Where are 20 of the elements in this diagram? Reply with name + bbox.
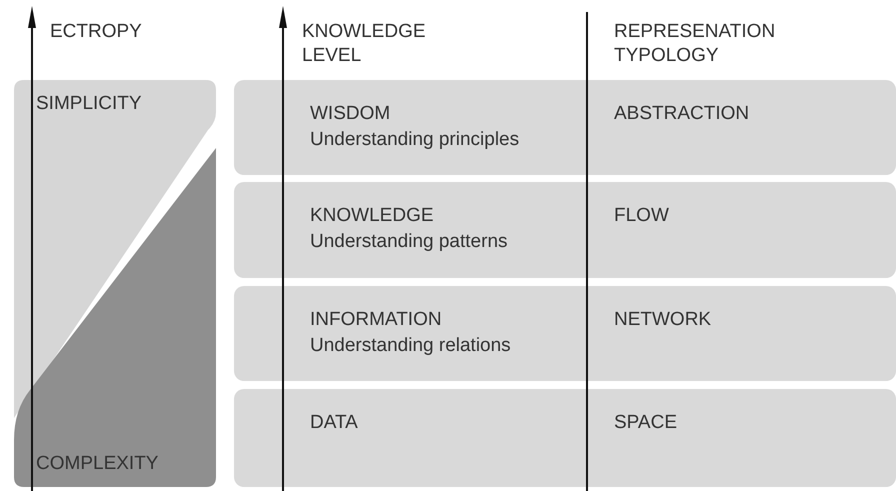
typology-label: NETWORK — [614, 308, 712, 332]
column-header: ECTROPY — [50, 20, 143, 44]
level-heading: KNOWLEDGE — [310, 204, 434, 228]
row-band — [234, 182, 896, 278]
level-heading: DATA — [310, 411, 358, 435]
level-description: Understanding relations — [310, 334, 511, 358]
typology-label: SPACE — [614, 411, 678, 435]
level-label: COMPLEXITY — [36, 452, 158, 476]
typology-label: ABSTRACTION — [614, 102, 750, 126]
row-band — [234, 389, 896, 487]
level-description: Understanding principles — [310, 128, 520, 152]
level-description: Understanding patterns — [310, 230, 508, 254]
column-header: REPRESENATION TYPOLOGY — [614, 20, 776, 68]
typology-label: FLOW — [614, 204, 669, 228]
row-band — [234, 80, 896, 175]
level-heading: INFORMATION — [310, 308, 442, 332]
level-label: SIMPLICITY — [36, 92, 142, 116]
column-header: KNOWLEDGE LEVEL — [302, 20, 427, 68]
level-heading: WISDOM — [310, 102, 390, 126]
row-band — [234, 286, 896, 381]
